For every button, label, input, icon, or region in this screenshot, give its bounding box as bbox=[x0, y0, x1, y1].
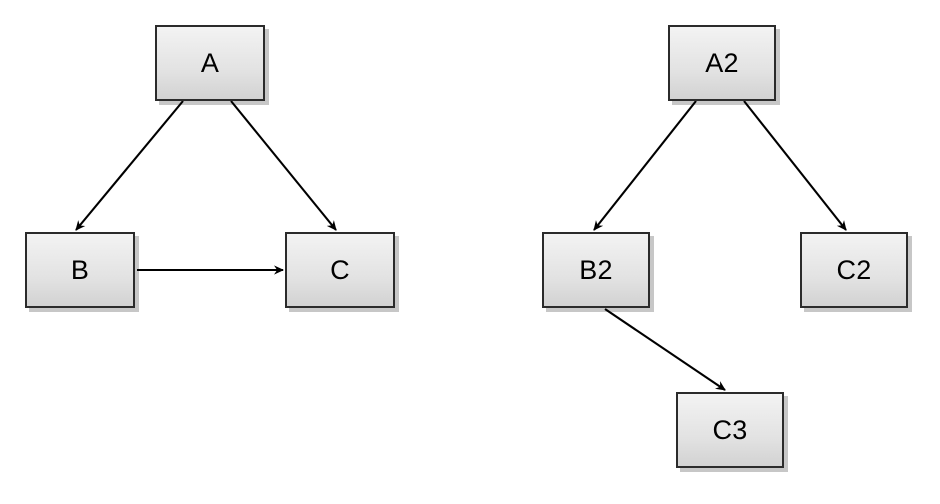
edge-b2-to-c3 bbox=[604, 308, 726, 391]
node-b2[interactable]: B2 bbox=[542, 232, 650, 308]
edge-a2-to-c2 bbox=[743, 100, 847, 231]
node-label-c2: C2 bbox=[836, 254, 872, 285]
node-label-a2: A2 bbox=[705, 47, 739, 78]
node-c[interactable]: C bbox=[285, 232, 395, 308]
node-label-b2: B2 bbox=[579, 254, 613, 285]
node-label-b: B bbox=[70, 254, 90, 285]
node-c3[interactable]: C3 bbox=[676, 392, 784, 468]
node-a[interactable]: A bbox=[155, 25, 265, 101]
node-c2[interactable]: C2 bbox=[800, 232, 908, 308]
edge-a-to-c bbox=[230, 100, 337, 231]
node-label-c: C bbox=[330, 254, 350, 285]
edge-a-to-b bbox=[75, 100, 184, 231]
edge-a2-to-b2 bbox=[593, 100, 697, 231]
node-a2[interactable]: A2 bbox=[668, 25, 776, 101]
node-label-a: A bbox=[200, 47, 220, 78]
node-b[interactable]: B bbox=[25, 232, 135, 308]
node-label-c3: C3 bbox=[712, 414, 748, 445]
